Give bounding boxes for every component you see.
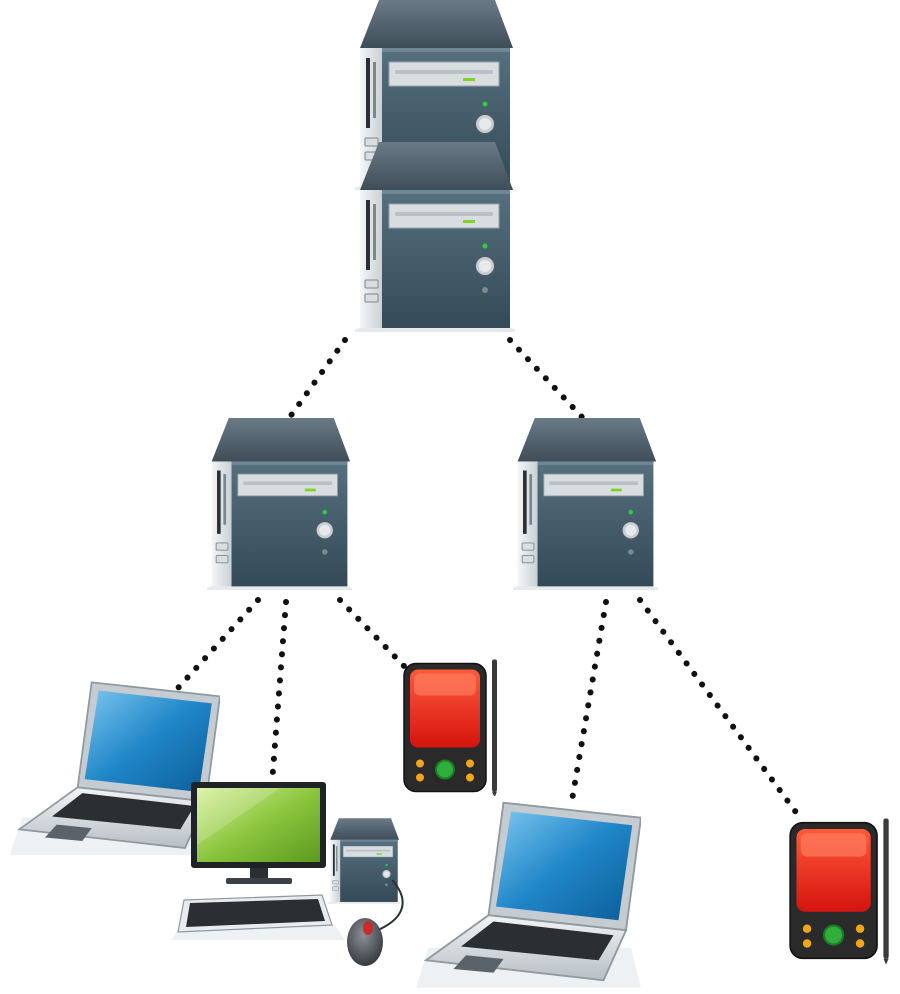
server-left-icon xyxy=(207,418,352,590)
laptop-right-icon xyxy=(416,801,641,988)
connection-left-server-to-desktop xyxy=(269,599,289,786)
connection-left-server-to-pda xyxy=(337,597,407,669)
connection-main-to-left-server xyxy=(279,337,348,431)
connection-left-server-to-laptop xyxy=(175,597,261,691)
connection-main-to-right-server xyxy=(507,337,599,435)
laptop-left-icon xyxy=(10,681,220,855)
desktop-computer-icon xyxy=(172,782,404,966)
connection-right-server-to-laptop xyxy=(569,599,609,803)
main-server-lower-icon xyxy=(355,142,515,332)
server-right-icon xyxy=(513,418,658,590)
connection-right-server-to-pda xyxy=(637,597,801,818)
pda-right-icon xyxy=(789,817,890,965)
pda-left-icon xyxy=(402,658,499,796)
